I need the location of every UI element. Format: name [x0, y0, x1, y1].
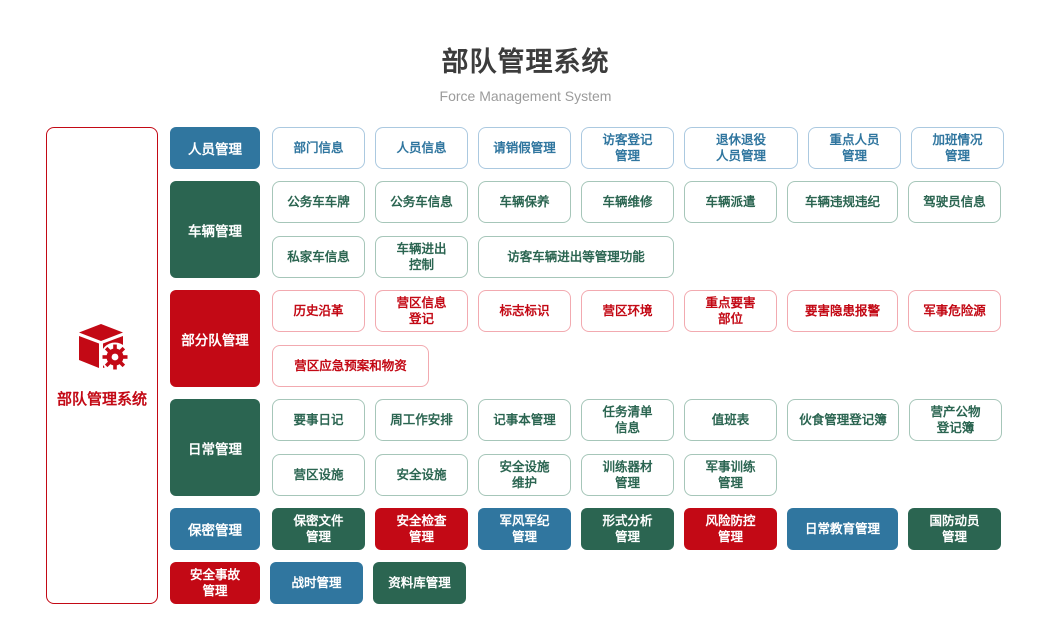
module-row: 部分队管理历史沿革营区信息 登记标志标识营区环境重点要害 部位要害隐患报警军事危…	[170, 290, 1004, 387]
module-item[interactable]: 退休退役 人员管理	[684, 127, 798, 169]
module-row: 安全事故 管理战时管理资料库管理	[170, 562, 1004, 604]
module-item[interactable]: 风险防控 管理	[684, 508, 777, 550]
module-item[interactable]: 军事训练 管理	[684, 454, 777, 496]
category-secrecy-management[interactable]: 保密管理	[170, 508, 260, 550]
module-line: 安全事故 管理战时管理资料库管理	[170, 562, 466, 604]
module-item[interactable]: 营产公物 登记簿	[909, 399, 1002, 441]
root-label: 部队管理系统	[56, 390, 147, 408]
module-item[interactable]: 周工作安排	[375, 399, 468, 441]
module-item[interactable]: 部门信息	[272, 127, 365, 169]
module-item[interactable]: 车辆维修	[581, 181, 674, 223]
page-title: 部队管理系统	[441, 47, 610, 77]
module-item[interactable]: 私家车信息	[272, 236, 365, 278]
module-item[interactable]: 形式分析 管理	[581, 508, 674, 550]
module-line: 历史沿革营区信息 登记标志标识营区环境重点要害 部位要害隐患报警军事危险源	[272, 290, 1001, 332]
module-item[interactable]: 资料库管理	[373, 562, 466, 604]
module-line: 保密文件 管理安全检查 管理军风军纪 管理形式分析 管理风险防控 管理日常教育管…	[272, 508, 1001, 550]
module-item[interactable]: 安全事故 管理	[170, 562, 260, 604]
module-item[interactable]: 安全设施 维护	[478, 454, 571, 496]
module-lines: 要事日记周工作安排记事本管理任务清单 信息值班表伙食管理登记簿营产公物 登记簿营…	[272, 399, 1002, 496]
module-line: 公务车车牌公务车信息车辆保养车辆维修车辆派遣车辆违规违纪驾驶员信息	[272, 181, 1001, 223]
category-vehicle-management[interactable]: 车辆管理	[170, 181, 260, 278]
module-row: 日常管理要事日记周工作安排记事本管理任务清单 信息值班表伙食管理登记簿营产公物 …	[170, 399, 1004, 496]
module-line: 部门信息人员信息请销假管理访客登记 管理退休退役 人员管理重点人员 管理加班情况…	[272, 127, 1004, 169]
module-lines: 部门信息人员信息请销假管理访客登记 管理退休退役 人员管理重点人员 管理加班情况…	[272, 127, 1004, 169]
module-line: 私家车信息车辆进出 控制访客车辆进出等管理功能	[272, 236, 1001, 278]
module-item[interactable]: 营区设施	[272, 454, 365, 496]
category-subunit-management[interactable]: 部分队管理	[170, 290, 260, 387]
module-item[interactable]: 标志标识	[478, 290, 571, 332]
module-item[interactable]: 访客车辆进出等管理功能	[478, 236, 674, 278]
module-item[interactable]: 日常教育管理	[787, 508, 898, 550]
module-lines: 历史沿革营区信息 登记标志标识营区环境重点要害 部位要害隐患报警军事危险源营区应…	[272, 290, 1001, 387]
module-item[interactable]: 伙食管理登记簿	[787, 399, 899, 441]
module-item[interactable]: 车辆违规违纪	[787, 181, 898, 223]
page-subtitle: Force Management System	[439, 88, 612, 104]
module-item[interactable]: 安全检查 管理	[375, 508, 468, 550]
module-lines: 安全事故 管理战时管理资料库管理	[170, 562, 466, 604]
module-item[interactable]: 营区环境	[581, 290, 674, 332]
module-item[interactable]: 车辆保养	[478, 181, 571, 223]
module-item[interactable]: 请销假管理	[478, 127, 571, 169]
module-item[interactable]: 历史沿革	[272, 290, 365, 332]
page-header: 部队管理系统 Force Management System	[0, 0, 1051, 104]
category-daily-management[interactable]: 日常管理	[170, 399, 260, 496]
diagram-layout: 部队管理系统 人员管理部门信息人员信息请销假管理访客登记 管理退休退役 人员管理…	[46, 127, 1004, 604]
cube-gear-icon	[74, 323, 130, 378]
module-row: 保密管理保密文件 管理安全检查 管理军风军纪 管理形式分析 管理风险防控 管理日…	[170, 508, 1004, 550]
module-line: 要事日记周工作安排记事本管理任务清单 信息值班表伙食管理登记簿营产公物 登记簿	[272, 399, 1002, 441]
module-item[interactable]: 要害隐患报警	[787, 290, 898, 332]
module-line: 营区应急预案和物资	[272, 345, 1001, 387]
module-item[interactable]: 重点要害 部位	[684, 290, 777, 332]
module-item[interactable]: 公务车信息	[375, 181, 468, 223]
module-item[interactable]: 访客登记 管理	[581, 127, 674, 169]
category-personnel-management[interactable]: 人员管理	[170, 127, 260, 169]
module-item[interactable]: 驾驶员信息	[908, 181, 1001, 223]
module-item[interactable]: 保密文件 管理	[272, 508, 365, 550]
root-node[interactable]: 部队管理系统	[46, 127, 158, 604]
module-item[interactable]: 重点人员 管理	[808, 127, 901, 169]
module-item[interactable]: 记事本管理	[478, 399, 571, 441]
module-item[interactable]: 军风军纪 管理	[478, 508, 571, 550]
module-item[interactable]: 要事日记	[272, 399, 365, 441]
module-item[interactable]: 军事危险源	[908, 290, 1001, 332]
module-row: 车辆管理公务车车牌公务车信息车辆保养车辆维修车辆派遣车辆违规违纪驾驶员信息私家车…	[170, 181, 1004, 278]
module-item[interactable]: 人员信息	[375, 127, 468, 169]
module-item[interactable]: 车辆进出 控制	[375, 236, 468, 278]
module-item[interactable]: 车辆派遣	[684, 181, 777, 223]
module-item[interactable]: 任务清单 信息	[581, 399, 674, 441]
module-item[interactable]: 加班情况 管理	[911, 127, 1004, 169]
module-item[interactable]: 值班表	[684, 399, 777, 441]
module-row: 人员管理部门信息人员信息请销假管理访客登记 管理退休退役 人员管理重点人员 管理…	[170, 127, 1004, 169]
module-item[interactable]: 营区信息 登记	[375, 290, 468, 332]
module-lines: 保密文件 管理安全检查 管理军风军纪 管理形式分析 管理风险防控 管理日常教育管…	[272, 508, 1001, 550]
module-item[interactable]: 营区应急预案和物资	[272, 345, 429, 387]
module-item[interactable]: 安全设施	[375, 454, 468, 496]
module-rows: 人员管理部门信息人员信息请销假管理访客登记 管理退休退役 人员管理重点人员 管理…	[170, 127, 1004, 604]
module-item[interactable]: 国防动员 管理	[908, 508, 1001, 550]
module-lines: 公务车车牌公务车信息车辆保养车辆维修车辆派遣车辆违规违纪驾驶员信息私家车信息车辆…	[272, 181, 1001, 278]
module-line: 营区设施安全设施安全设施 维护训练器材 管理军事训练 管理	[272, 454, 1002, 496]
module-item[interactable]: 公务车车牌	[272, 181, 365, 223]
module-item[interactable]: 战时管理	[270, 562, 363, 604]
module-item[interactable]: 训练器材 管理	[581, 454, 674, 496]
